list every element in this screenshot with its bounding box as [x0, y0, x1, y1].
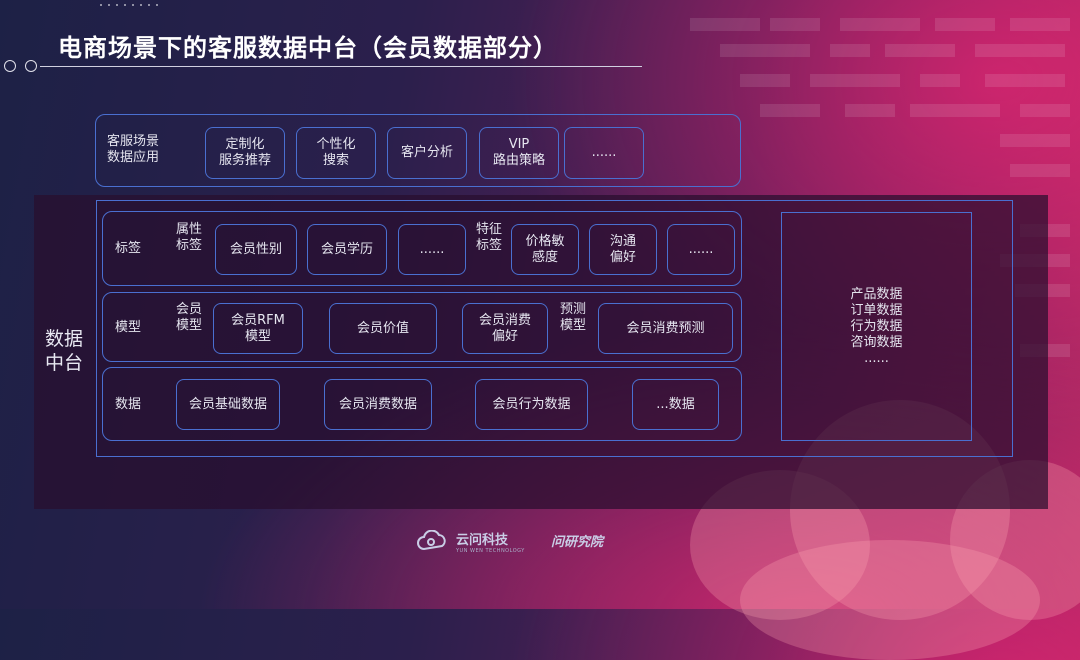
data-row: 数据 会员基础数据 会员消费数据 会员行为数据 ...数据: [102, 367, 742, 441]
logo-text: 云问科技: [456, 532, 509, 548]
custom-service-recommend-item: 定制化 服务推荐: [205, 127, 285, 179]
application-layer: 客服场景 数据应用 定制化 服务推荐 个性化 搜索 客户分析 VIP 路由策略 …: [95, 114, 741, 187]
member-education-item: 会员学历: [307, 224, 387, 275]
external-data-box: 产品数据 订单数据 行为数据 咨询数据 ......: [781, 212, 972, 441]
tag-row: 标签 属性 标签 会员性别 会员学历 ...... 特征 标签 价格敏 感度 沟…: [102, 211, 742, 286]
vip-routing-item: VIP 路由策略: [479, 127, 559, 179]
member-behavior-data-item: 会员行为数据: [475, 379, 588, 430]
personalized-search-item: 个性化 搜索: [296, 127, 376, 179]
customer-analysis-item: 客户分析: [387, 127, 467, 179]
more-data-item: ...数据: [632, 379, 719, 430]
circle-icon: [25, 60, 37, 72]
price-sensitivity-item: 价格敏 感度: [511, 224, 579, 275]
tag-row-label: 标签: [115, 241, 142, 256]
member-consumption-prediction-item: 会员消费预测: [598, 303, 733, 354]
member-gender-item: 会员性别: [215, 224, 297, 275]
data-row-label: 数据: [115, 397, 142, 412]
page-title: 电商场景下的客服数据中台（会员数据部分）: [58, 34, 558, 62]
communication-preference-item: 沟通 偏好: [589, 224, 657, 275]
member-consumption-data-item: 会员消费数据: [324, 379, 432, 430]
circle-icon: [4, 60, 16, 72]
institute-logo: 问研究院: [551, 535, 604, 550]
feature-tag-label: 特征 标签: [476, 222, 503, 253]
company-logo: 云问科技 YUN WEN TECHNOLOGY: [416, 528, 525, 554]
logo-subtext: YUN WEN TECHNOLOGY: [456, 547, 525, 554]
external-data-list: 产品数据 订单数据 行为数据 咨询数据 ......: [850, 286, 903, 366]
member-consumption-preference-item: 会员消费 偏好: [462, 303, 548, 354]
attribute-tag-label: 属性 标签: [176, 222, 203, 253]
prediction-model-label: 预测 模型: [560, 302, 587, 333]
model-row: 模型 会员 模型 会员RFM 模型 会员价值 会员消费 偏好 预测 模型 会员消…: [102, 292, 742, 362]
model-row-label: 模型: [115, 320, 142, 335]
member-rfm-model-item: 会员RFM 模型: [213, 303, 303, 354]
member-value-item: 会员价值: [329, 303, 437, 354]
application-layer-label: 客服场景 数据应用: [107, 134, 160, 165]
data-platform-label: 数据 中台: [44, 328, 83, 374]
member-model-label: 会员 模型: [176, 302, 203, 333]
more-apps-item: ......: [564, 127, 644, 179]
more-attribute-tags-item: ......: [398, 224, 466, 275]
member-basic-data-item: 会员基础数据: [176, 379, 280, 430]
dot-pattern: [100, 4, 400, 7]
cloud-logo-icon: [417, 530, 446, 551]
title-divider: [40, 66, 642, 67]
more-feature-tags-item: ......: [667, 224, 735, 275]
data-platform-frame: [96, 200, 1013, 457]
